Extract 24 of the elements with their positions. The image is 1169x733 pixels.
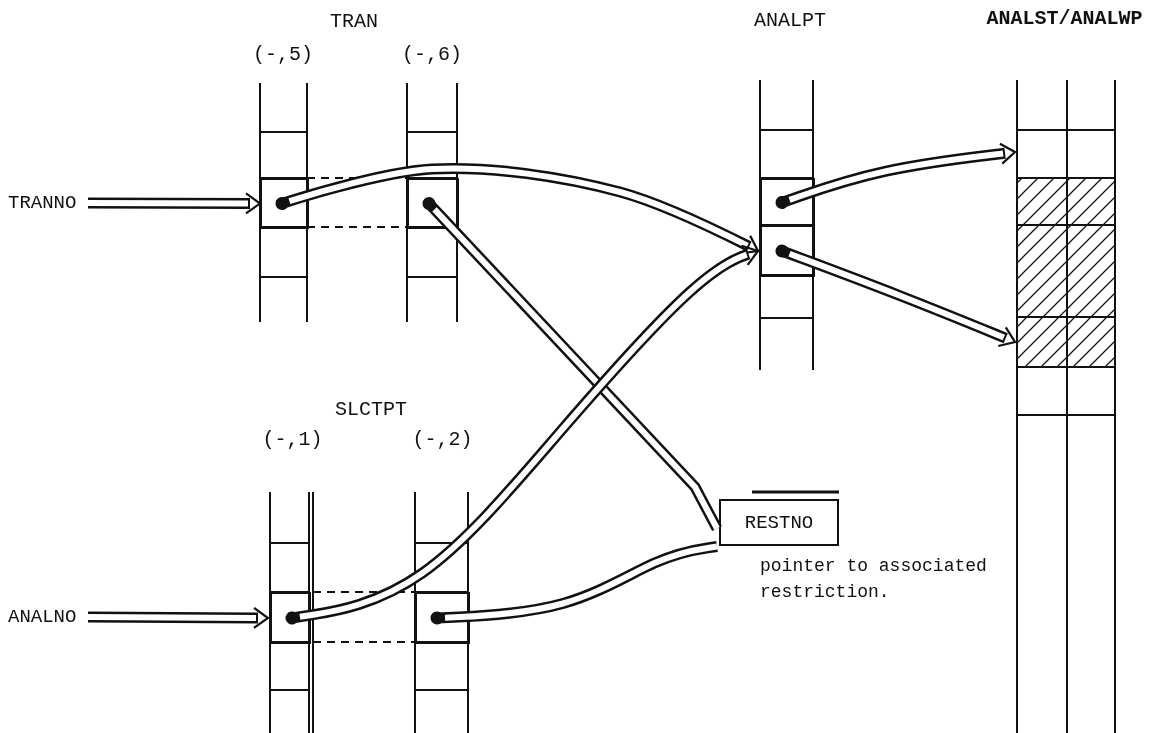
table-cell: [760, 178, 815, 227]
pointer-arrow: [275, 163, 761, 256]
column-heading: ANALST/ANALWP: [985, 6, 1144, 32]
name-box: RESTNO: [719, 499, 839, 546]
pointer-name: TRANNO: [8, 191, 78, 216]
table-cell: [415, 592, 470, 644]
table-group-heading: SLCTPT: [335, 397, 407, 423]
table-cell: [270, 592, 311, 644]
table-cell: [407, 178, 459, 229]
pointer-arrow: [285, 244, 760, 625]
pointer-name: ANALNO: [8, 605, 78, 630]
pointer-arrow: [775, 142, 1017, 209]
pointer-arrow: [87, 606, 270, 629]
note-text: pointer to associated restriction.: [760, 555, 988, 604]
pointer-arrow: [88, 192, 262, 215]
column-heading: (-,2): [411, 427, 474, 453]
table-cell: [260, 178, 309, 229]
column-heading: (-,1): [261, 427, 324, 453]
table-group-heading: TRAN: [330, 9, 378, 35]
column-heading: ANALPT: [753, 8, 827, 34]
column-heading: (-,5): [252, 42, 314, 68]
column-heading: (-,6): [401, 42, 463, 68]
pointer-arrow: [775, 244, 1018, 348]
table-cell: [760, 225, 815, 277]
